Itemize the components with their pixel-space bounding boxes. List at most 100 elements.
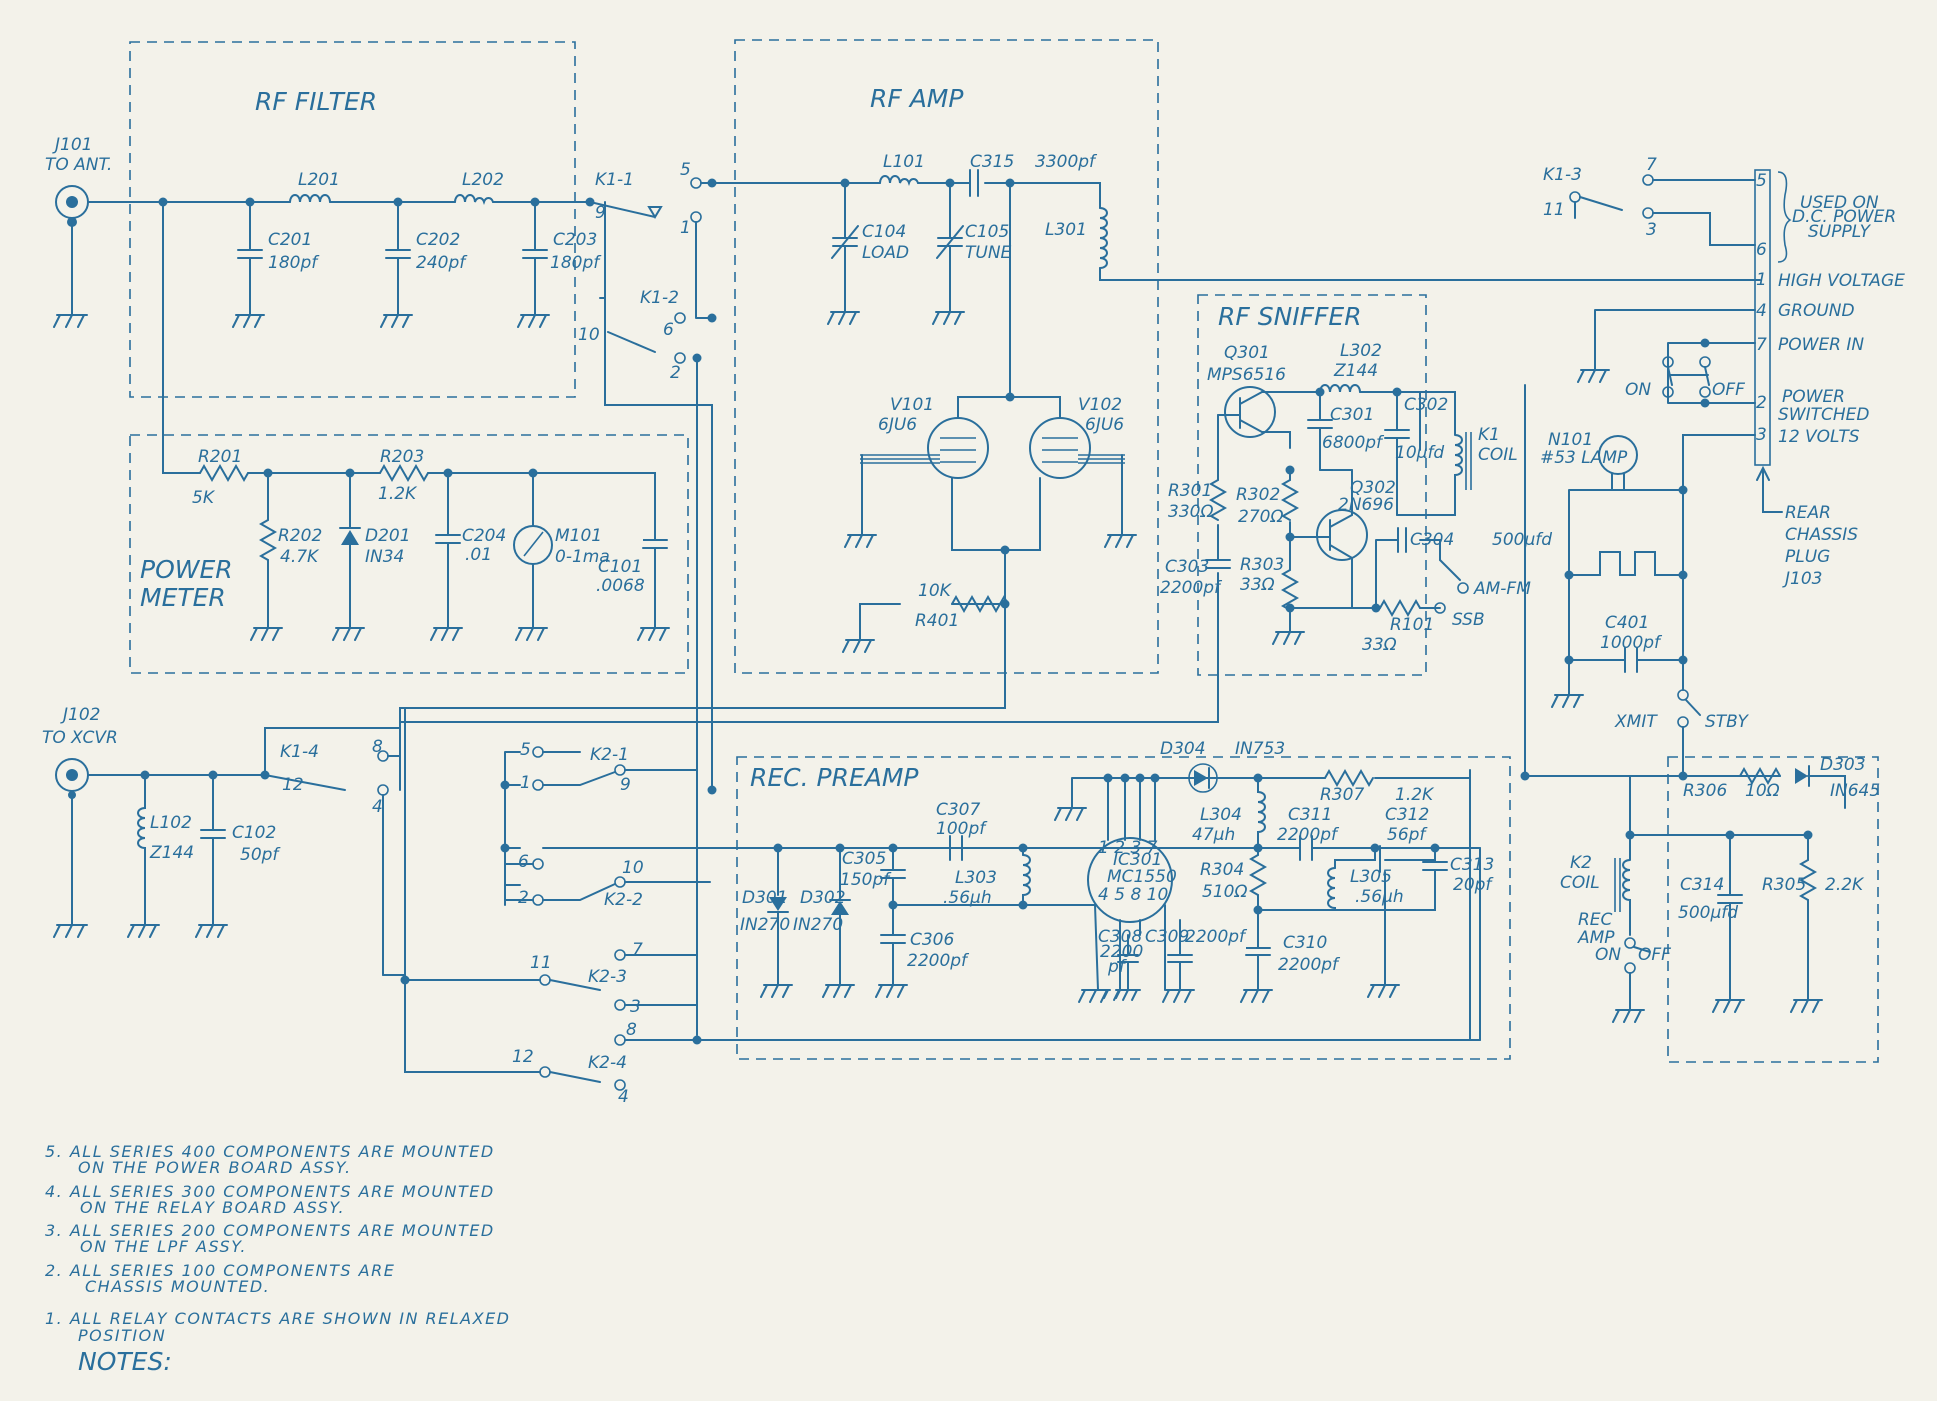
c104-capacitor	[827, 182, 860, 325]
c105-label: C105	[965, 222, 1009, 242]
rear-label-2: CHASSIS	[1785, 525, 1858, 545]
c302-label: C302	[1404, 395, 1448, 415]
c105-capacitor	[932, 182, 965, 325]
q302-transistor	[1316, 469, 1368, 609]
c314-label: C314	[1680, 875, 1724, 895]
k2-2-label: K2-2	[604, 890, 643, 910]
c202-label: C202	[416, 230, 460, 250]
r401-label: R401	[915, 611, 959, 631]
k2-1-label: K2-1	[590, 745, 629, 765]
k2-3-pin7: 7	[632, 940, 643, 960]
c306-label: C306	[910, 930, 955, 950]
j102-sublabel: TO XCVR	[42, 728, 118, 748]
used-on-3: SUPPLY	[1808, 222, 1872, 242]
l305-value: .56μh	[1355, 887, 1404, 907]
k1-3-pin3: 3	[1646, 220, 1657, 240]
k1-4-label: K1-4	[280, 742, 319, 762]
c304-value: 500μfd	[1492, 530, 1552, 550]
k1-4-pin4: 4	[372, 797, 383, 817]
r101-value: 33Ω	[1362, 635, 1397, 655]
c102-capacitor	[195, 774, 228, 938]
used-on-2: D.C. POWER	[1792, 207, 1896, 227]
k2-4-pin12: 12	[512, 1047, 534, 1067]
q302-label: Q302	[1350, 478, 1396, 498]
j102-connector	[53, 758, 89, 938]
xmit-stby-switch	[1677, 659, 1701, 728]
k1-1-pin1: 1	[680, 218, 691, 238]
c310-capacitor	[1240, 947, 1273, 1003]
notes-title: NOTES:	[78, 1347, 172, 1376]
r305-resistor	[1790, 859, 1823, 1013]
c311-value: 2200pf	[1277, 825, 1340, 845]
k1-4-pin8: 8	[372, 737, 383, 757]
c307-value: 100pf	[936, 819, 988, 839]
rec-amp-off-label: OFF	[1638, 945, 1671, 965]
c313-label: C313	[1450, 855, 1494, 875]
v102-tube	[1029, 417, 1125, 479]
c306-value: 2200pf	[907, 951, 970, 971]
plug-pin6: 6	[1756, 240, 1767, 260]
l202-label: L202	[462, 170, 504, 190]
l304-inductor	[1257, 777, 1266, 849]
d304-diode	[1188, 763, 1218, 793]
r202-label: R202	[278, 526, 322, 546]
rec-amp-label-1: REC	[1578, 910, 1613, 930]
r302-value: 270Ω	[1238, 507, 1283, 527]
k1-coil-label-2: COIL	[1478, 445, 1518, 465]
c314-value: 500μfd	[1678, 903, 1738, 923]
r303-value: 33Ω	[1240, 575, 1275, 595]
k2-2-pin6: 6	[518, 852, 529, 872]
c310-label: C310	[1283, 933, 1327, 953]
r203-resistor	[379, 463, 429, 483]
c313-value: 20pf	[1453, 875, 1494, 895]
plug-pin5: 5	[1756, 171, 1767, 191]
12-volts-label: 12 VOLTS	[1778, 427, 1860, 447]
k2-3-pin11: 11	[530, 953, 552, 973]
power-switched-label-2: SWITCHED	[1778, 405, 1869, 425]
k1-2-pin2: 2	[670, 363, 681, 383]
k2-4-label: K2-4	[588, 1053, 627, 1073]
ic301-pins-bottom: 4 5 8 10	[1098, 885, 1168, 905]
c315-value: 3300pf	[1035, 152, 1098, 172]
r306-value: 10Ω	[1745, 781, 1780, 801]
c305-value: 150pf	[840, 870, 892, 890]
rf-filter-box	[129, 41, 576, 398]
c312-label: C312	[1385, 805, 1429, 825]
c305-capacitor	[875, 847, 908, 998]
k2-4-contact	[539, 1034, 626, 1091]
j102-label: J102	[60, 705, 100, 725]
plug-pin3: 3	[1756, 425, 1767, 445]
r203-label: R203	[380, 447, 424, 467]
n101-lamp	[1598, 435, 1638, 491]
l304-label: L304	[1200, 805, 1242, 825]
l302-label: L302	[1340, 341, 1382, 361]
c310-value: 2200pf	[1278, 955, 1341, 975]
m101-label: M101	[555, 526, 602, 546]
k2-coil-label-1: K2	[1570, 853, 1592, 873]
k1-2-pin10: 10	[578, 325, 600, 345]
r202-resistor	[250, 472, 283, 641]
k2-3-pin3: 3	[630, 997, 641, 1017]
ic301-type: MC1550	[1107, 867, 1177, 887]
stby-label: STBY	[1705, 712, 1750, 732]
note-1-line-1: 1. ALL RELAY CONTACTS ARE SHOWN IN RELAX…	[45, 1309, 511, 1328]
l301-inductor	[1099, 207, 1108, 269]
r302-label: R302	[1236, 485, 1280, 505]
c308-value: 2200	[1100, 942, 1143, 962]
r201-resistor	[199, 463, 249, 483]
k1-1-pin5: 5	[680, 160, 691, 180]
c102-value: 50pf	[240, 845, 281, 865]
r307-resistor	[1324, 768, 1374, 788]
k1-3-label: K1-3	[1543, 165, 1582, 185]
c311-capacitor	[1299, 835, 1313, 861]
switch-on-label: ON	[1625, 380, 1651, 400]
c303-capacitor	[1205, 559, 1231, 569]
rec-preamp-box	[736, 756, 1511, 1060]
c307-label: C307	[936, 800, 981, 820]
c303-label: C303	[1165, 557, 1209, 577]
am-fm-label: AM-FM	[1473, 579, 1531, 599]
c302-value: 10μfd	[1395, 443, 1444, 463]
rear-label-4: J103	[1782, 569, 1822, 589]
k1-coil	[1396, 391, 1472, 516]
v102-label: V102	[1078, 395, 1122, 415]
